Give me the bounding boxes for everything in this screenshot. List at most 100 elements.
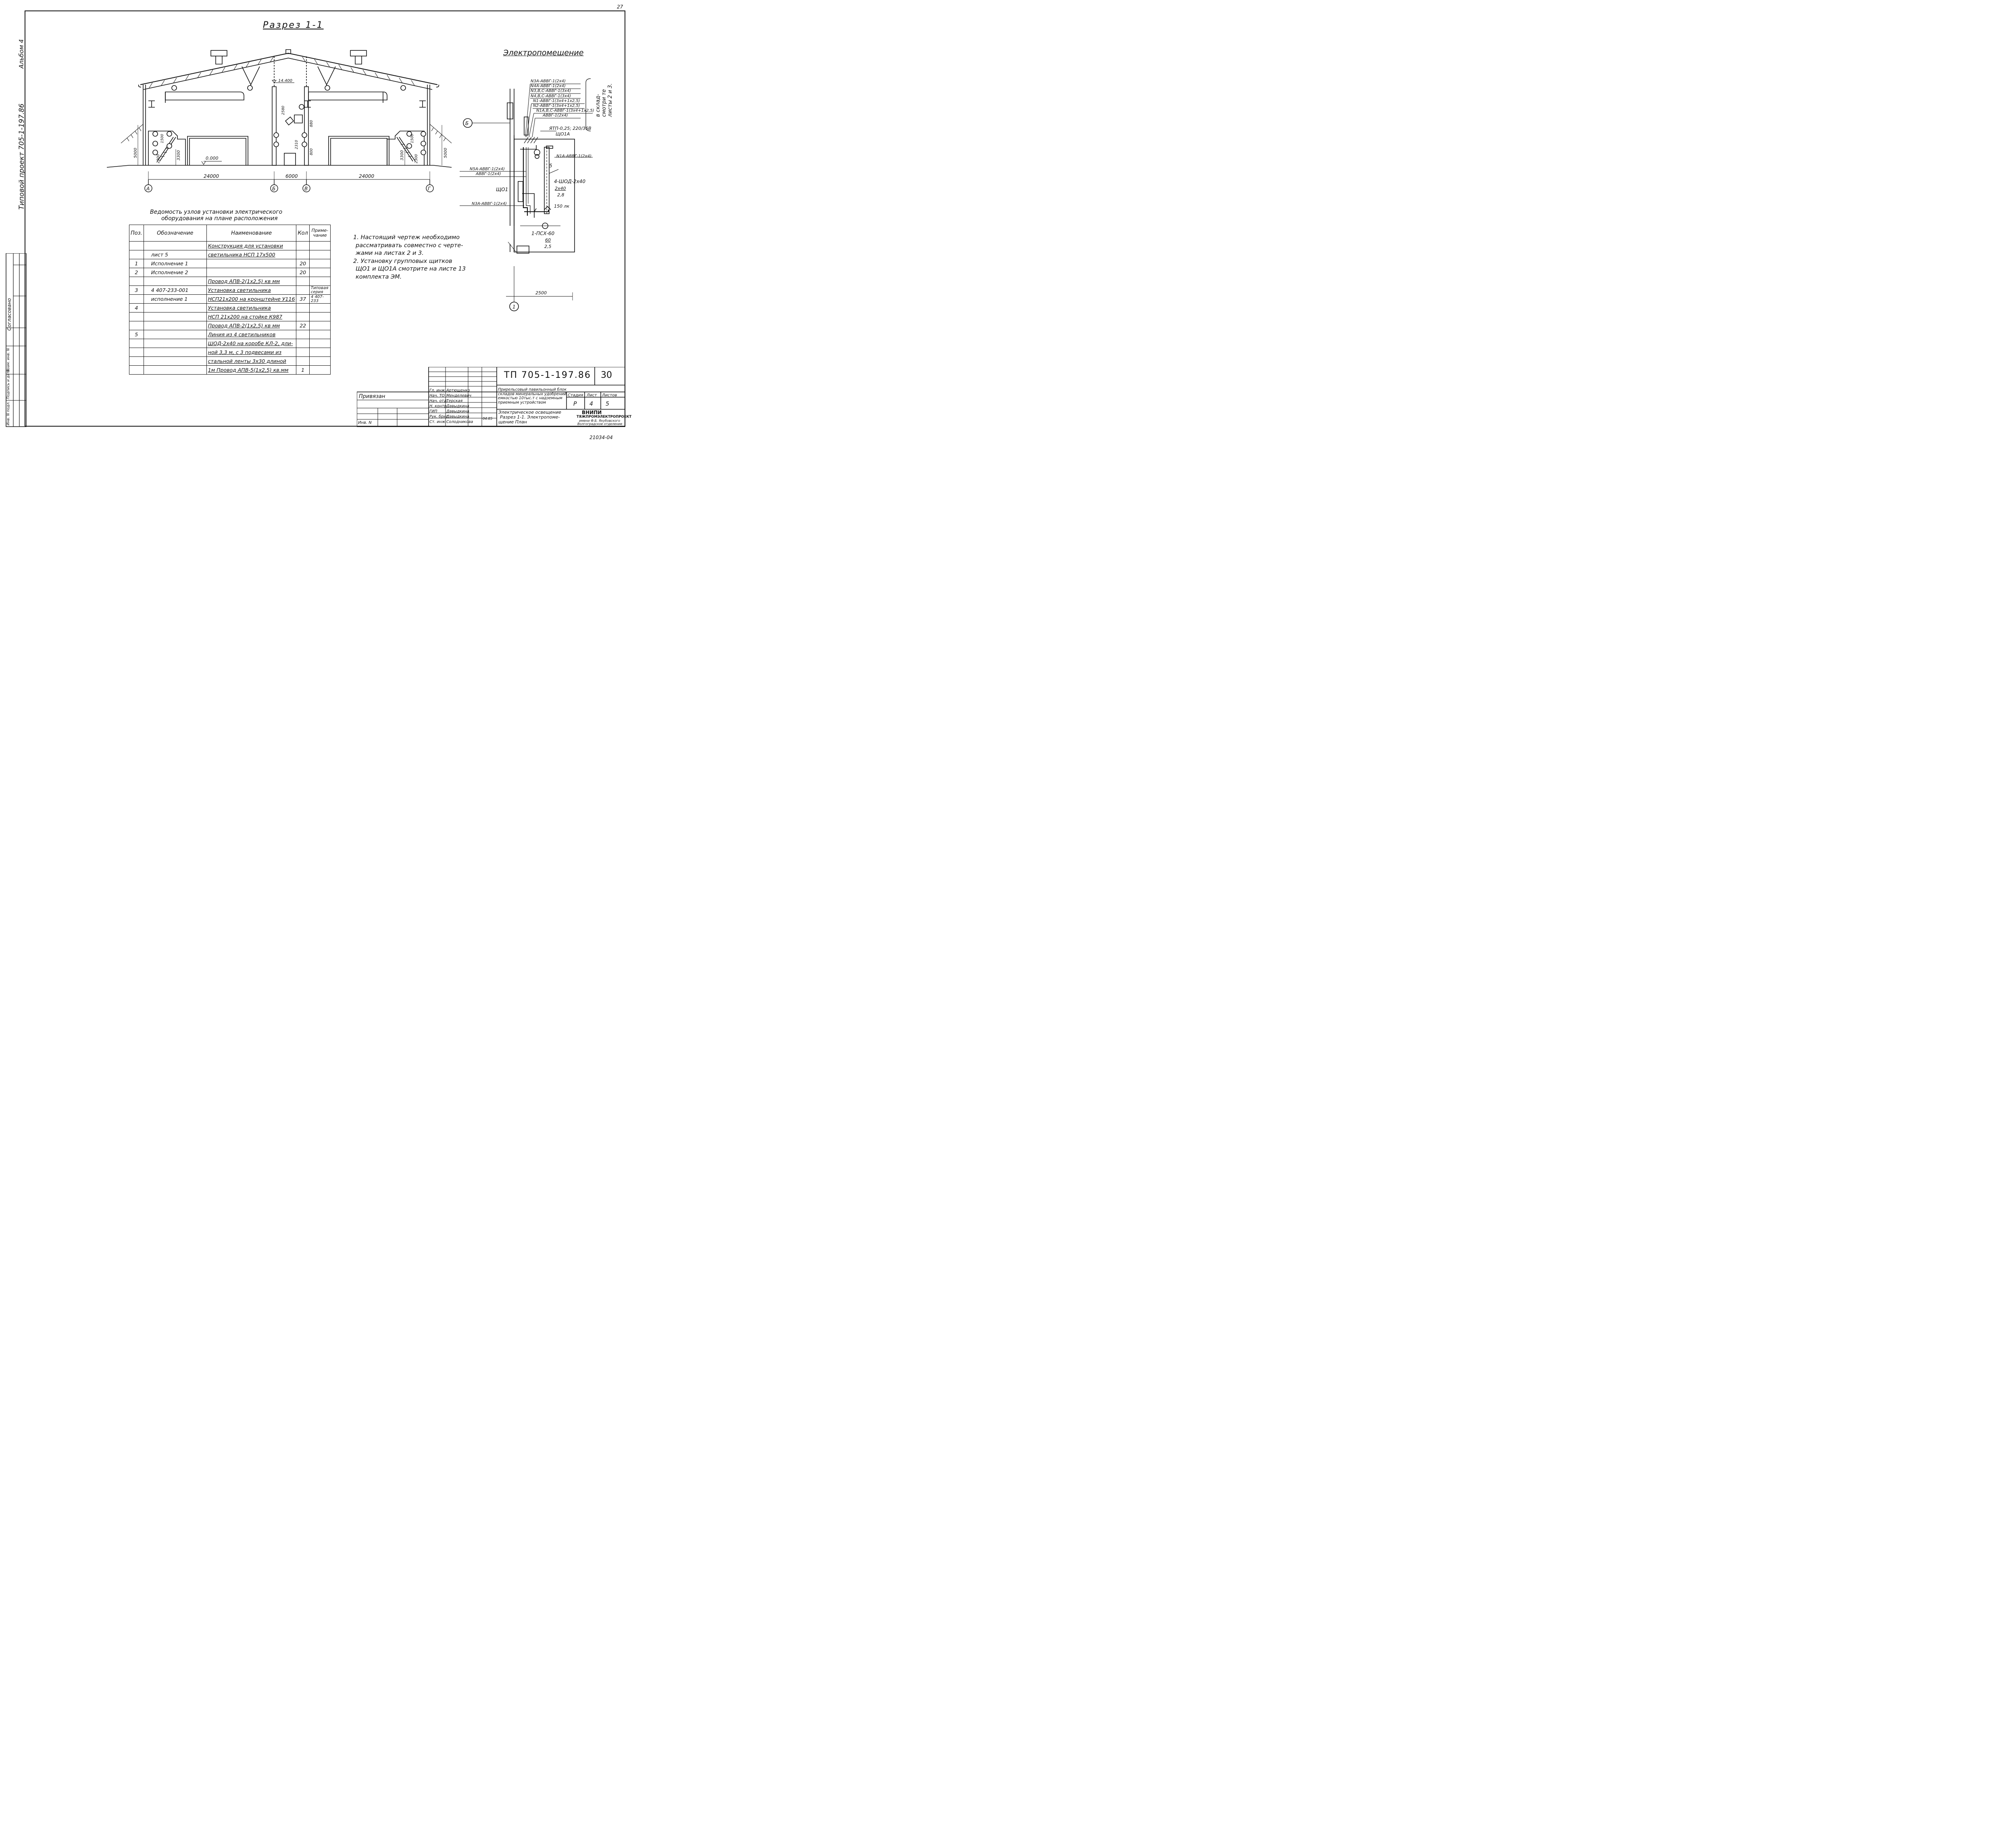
title-block-names: Артющенко Менделевич Терская Давыдкина Д… — [446, 388, 473, 425]
dn-3: щение План — [498, 419, 527, 425]
cell-name: ной 3,3 м, с 3 подвесами из — [206, 348, 297, 357]
cell-qty: 1 — [296, 365, 310, 375]
cell-name: НСП21x200 на кронштейне У116 — [206, 294, 297, 304]
pos5-label: 5 — [549, 163, 552, 169]
cell-name: 1м Провод АПВ-5(1x2,5) кв.мм — [206, 365, 297, 375]
cell-pos — [129, 321, 144, 330]
sheets-value: 5 — [606, 401, 609, 407]
header-qty: Кол — [296, 225, 310, 242]
cell-qty — [296, 285, 310, 295]
project-title-vertical: Типовой проект 705-1-197.86 — [18, 103, 26, 210]
note-line-5: ЩО1 и ЩО1А смотрите на листе 13 — [356, 266, 466, 272]
cell-pos — [129, 241, 144, 250]
n3a-label: N3А-АВВГ-1(2x4) — [472, 202, 507, 206]
cell-note — [309, 259, 331, 268]
cell-note — [309, 250, 331, 259]
table-row: НСП 21x200 на стойке К987 — [129, 312, 331, 321]
cell-designation — [143, 303, 207, 313]
cell-name: Линия из 4 светильников — [206, 330, 297, 339]
cell-name: светильника НСП 17x500 — [206, 250, 297, 259]
date-label: 04.85 — [483, 417, 493, 421]
cell-designation — [143, 321, 207, 330]
electro-axis-1: 1 — [512, 304, 516, 310]
cell-note: 4 407-233 — [309, 294, 331, 304]
cell-note — [309, 365, 331, 375]
cell-name: НСП 21x200 на стойке К987 — [206, 312, 297, 321]
height-right-5000: 5000 — [444, 148, 448, 158]
title-block-grid — [357, 367, 625, 427]
cell-qty — [296, 303, 310, 313]
page-number: 27 — [617, 4, 623, 10]
table-row: Провод АПВ-2(1x2,5) кв мм — [129, 277, 331, 286]
note-line-4: 2. Установку групповых щитков — [353, 258, 452, 265]
shch01-label: ЩО1 — [496, 187, 508, 192]
header-note: Приме- чание — [309, 225, 331, 242]
cell-qty — [296, 241, 310, 250]
cell-designation — [143, 330, 207, 339]
cell-pos — [129, 339, 144, 348]
cell-designation — [143, 277, 207, 286]
role-7: Ст. инж. — [429, 420, 447, 424]
axis-b: Б — [272, 186, 275, 192]
cell-pos: 2 — [129, 268, 144, 277]
shch01a-label: ЩО1А — [556, 131, 570, 137]
sheets-header: Листов — [602, 393, 617, 398]
height-right-2300: 2300 — [414, 154, 419, 163]
cell-note — [309, 330, 331, 339]
cell-designation: Исполнение 1 — [143, 259, 207, 268]
org-3: имени Ф.Б. Якубовского — [579, 419, 621, 423]
lux-label: 150 лк — [554, 204, 570, 209]
stage-value: Р — [573, 401, 577, 407]
note-line-6: комплекта ЭМ. — [356, 273, 402, 280]
header-pos: Поз. — [129, 225, 144, 242]
name-6: Давыдкина — [446, 415, 469, 419]
cell-qty — [296, 250, 310, 259]
header-designation: Обозначение — [143, 225, 207, 242]
agreed-label: Согласовано — [6, 298, 12, 331]
height-left-3300: 3300 — [177, 150, 181, 160]
cell-note — [309, 303, 331, 313]
cell-name — [206, 268, 297, 277]
electro-title: Электропомещение — [503, 48, 584, 57]
name-2: Менделевич — [446, 394, 471, 398]
cell-designation: Исполнение 2 — [143, 268, 207, 277]
cell-note — [309, 268, 331, 277]
table-row: ной 3,3 м, с 3 подвесами из — [129, 348, 331, 357]
cell-name: Провод АПВ-2(1x2,5) кв мм — [206, 321, 297, 330]
cable-8: АВВГ-1(2x4) — [543, 113, 568, 118]
cell-designation — [143, 241, 207, 250]
cell-pos — [129, 294, 144, 304]
album-label: Альбом 4 — [18, 39, 25, 69]
left-approval-stamp — [6, 253, 27, 427]
table-row: Конструкция для установки — [129, 241, 331, 250]
cell-qty — [296, 339, 310, 348]
psh-top: 60 — [545, 238, 551, 243]
cell-qty — [296, 356, 310, 366]
note-line-3: жами на листах 2 и 3. — [356, 250, 424, 256]
cell-note — [309, 321, 331, 330]
height-right-3300: 3300 — [400, 150, 404, 160]
psh-label: 1-ПСХ-60 — [531, 231, 555, 236]
cell-pos — [129, 348, 144, 357]
general-notes: 1. Настоящий чертеж необходимо рассматри… — [353, 234, 466, 281]
cell-pos: 1 — [129, 259, 144, 268]
name-3: Терская — [446, 399, 463, 403]
role-6: Рук. бриг. — [429, 415, 450, 419]
height-880: 880 — [310, 120, 314, 127]
equipment-table: Поз. Обозначение Наименование Кол Приме-… — [129, 225, 331, 375]
height-left-2300: 2300 — [156, 154, 160, 163]
cable-4: N4,В,С-АВВГ-1(3x4) — [531, 94, 571, 98]
cell-note — [309, 277, 331, 286]
cell-qty: 22 — [296, 321, 310, 330]
axis-a: А — [146, 186, 150, 192]
org-4: Волгоградское отделение — [577, 422, 623, 426]
height-left-5000: 5000 — [133, 148, 138, 158]
cell-pos: 3 — [129, 285, 144, 295]
drawing-name: Электрическое освещение Разрез 1-1. Элек… — [498, 410, 561, 425]
cell-note — [309, 356, 331, 366]
